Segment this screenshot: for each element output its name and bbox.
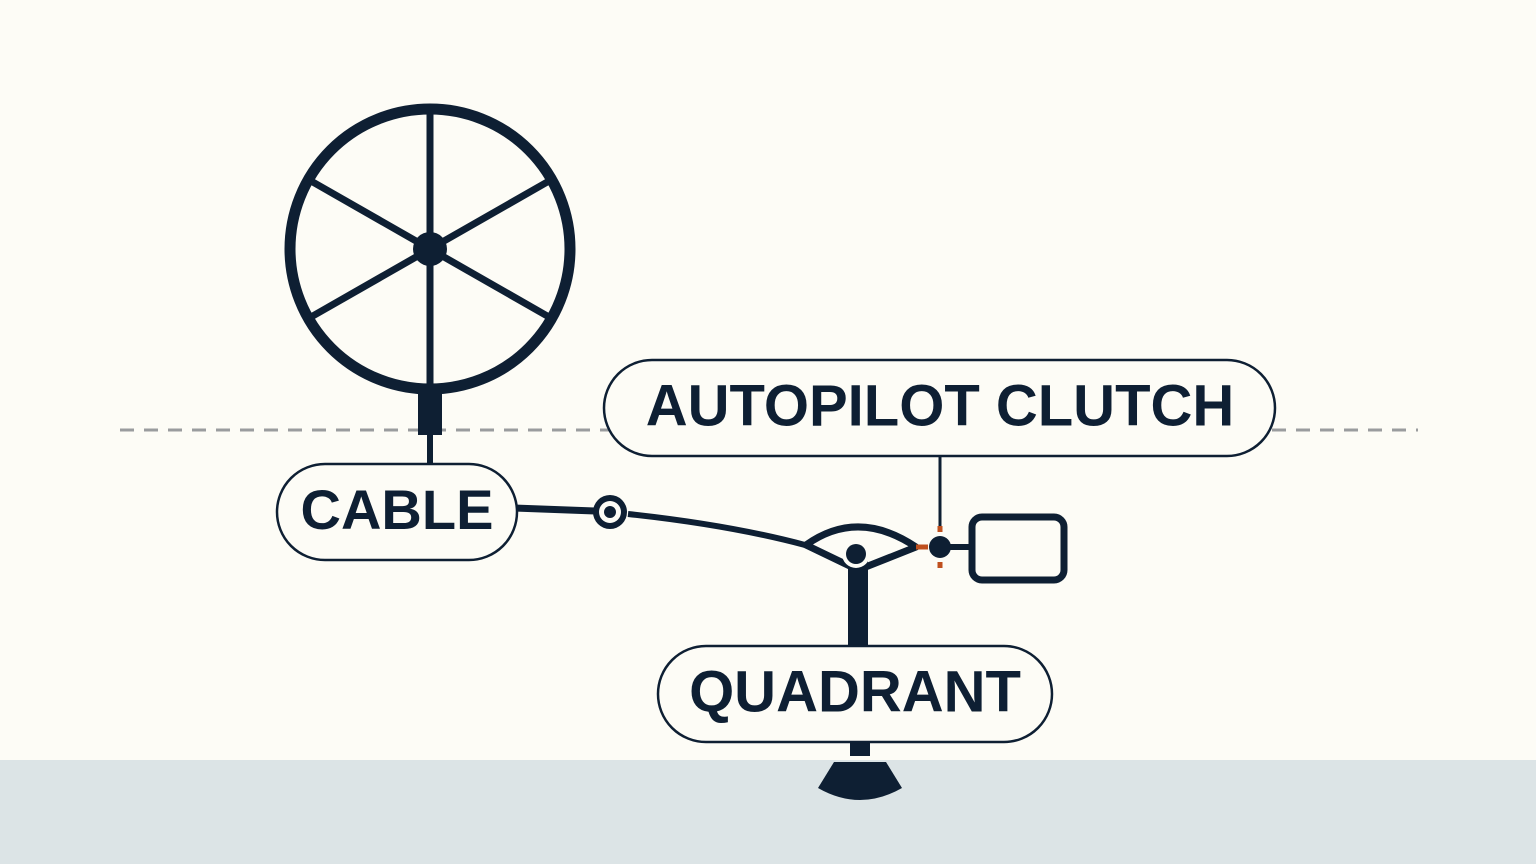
quadrant-label-text: QUADRANT: [689, 659, 1021, 724]
quadrant-pivot-dot: [846, 544, 866, 564]
cable-line-to-quadrant: [627, 511, 806, 548]
autopilot-clutch-label-text: AUTOPILOT CLUTCH: [646, 373, 1235, 438]
rudder: [818, 740, 902, 800]
quadrant-label-pill: [656, 644, 1054, 744]
cable-pulley: [593, 495, 627, 529]
autopilot-clutch-label-pill: [602, 358, 1277, 458]
steering-wheel: [284, 103, 576, 395]
ground-band: [0, 760, 1536, 864]
clutch-node: [929, 536, 951, 558]
cable-line: [513, 504, 596, 515]
autopilot-drive-unit: [968, 513, 1068, 584]
cable-label-pill: [275, 462, 519, 562]
autopilot-link: [916, 455, 1068, 584]
wheel-pedestal: [418, 387, 442, 435]
autopilot-clutch-label: AUTOPILOT CLUTCH: [602, 358, 1277, 458]
rudder-post: [848, 560, 868, 650]
wheel-hub: [413, 232, 447, 266]
cable-label: CABLE: [275, 462, 519, 562]
quadrant-label: QUADRANT: [656, 644, 1054, 744]
quadrant-mechanism: [802, 523, 920, 650]
cable-label-text: CABLE: [301, 478, 494, 541]
